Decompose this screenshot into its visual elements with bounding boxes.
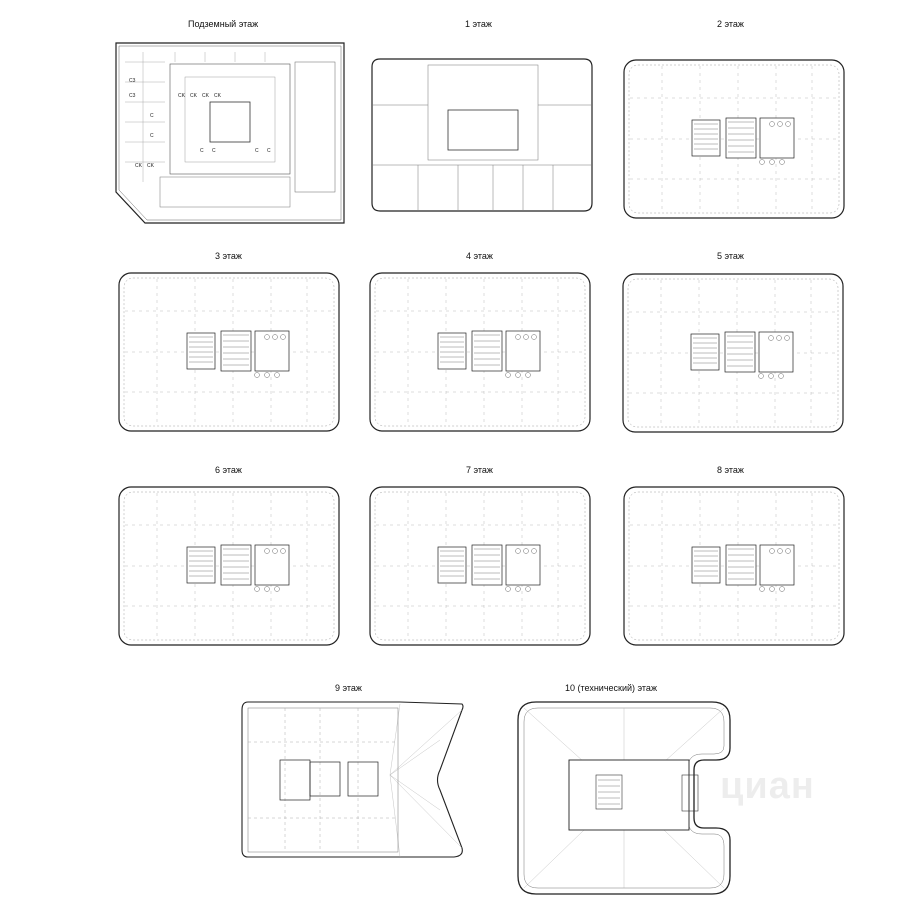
parking-label: CK: [214, 93, 222, 99]
basement-plan: CK CK CK CK C C C C C CK CK C3 C3 C: [115, 42, 345, 224]
parking-label: C: [200, 148, 204, 154]
parking-label: CK: [147, 163, 155, 169]
floor-title-5: 5 этаж: [717, 251, 744, 261]
floor-title-basement: Подземный этаж: [188, 19, 259, 29]
floor-title-8: 8 этаж: [717, 465, 744, 475]
floor-9-plan: [240, 700, 466, 860]
floor-6-plan: [117, 485, 341, 647]
parking-label: CK: [135, 163, 143, 169]
floor-7-plan: [368, 485, 592, 647]
watermark: циан: [720, 765, 815, 807]
floor-3-plan: [117, 271, 341, 433]
floor-title-1: 1 этаж: [465, 19, 492, 29]
parking-label: CK: [178, 93, 186, 99]
parking-label: C: [150, 113, 154, 119]
parking-label: C: [212, 148, 216, 154]
floor-5-plan: [621, 272, 845, 434]
parking-label: C: [267, 148, 271, 154]
floor-8-plan: [622, 485, 846, 647]
floor-2-plan: [622, 58, 846, 220]
floor-title-6: 6 этаж: [215, 465, 242, 475]
parking-label: CK: [202, 93, 210, 99]
parking-label: CK: [190, 93, 198, 99]
floor-10-plan: [514, 700, 734, 896]
floor-4-plan: [368, 271, 592, 433]
floor-1-plan: [368, 55, 596, 215]
floor-title-10: 10 (технический) этаж: [565, 683, 657, 693]
parking-label: C: [255, 148, 259, 154]
parking-label: C3: [129, 93, 136, 99]
parking-label: C3: [129, 78, 136, 84]
floor-title-7: 7 этаж: [466, 465, 493, 475]
floor-title-4: 4 этаж: [466, 251, 493, 261]
floor-title-2: 2 этаж: [717, 19, 744, 29]
floor-title-9: 9 этаж: [335, 683, 362, 693]
floor-title-3: 3 этаж: [215, 251, 242, 261]
parking-label: C: [150, 133, 154, 139]
